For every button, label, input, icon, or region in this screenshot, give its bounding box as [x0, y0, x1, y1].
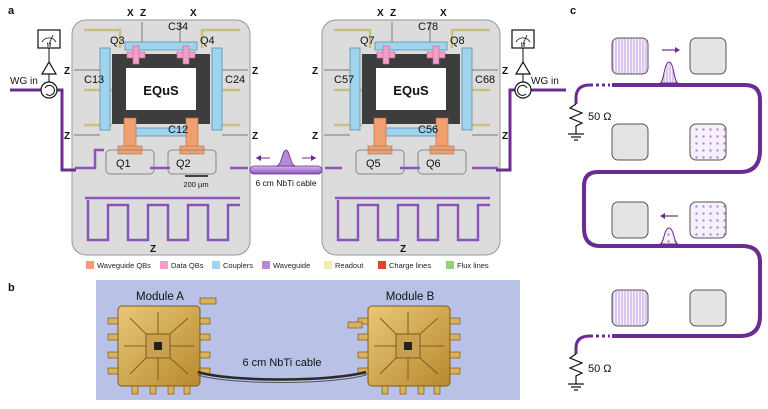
- legend-item: Charge lines: [378, 261, 431, 270]
- chip-left-q-bottom-left: Q1: [116, 158, 131, 170]
- qubit-box-excited: [689, 123, 727, 161]
- chip-left-q-top-left: Q3: [110, 35, 125, 47]
- qubit-box: [689, 37, 727, 75]
- chip-right-q-bottom-left: Q5: [366, 158, 381, 170]
- legend-label: Couplers: [223, 261, 253, 270]
- chip-right-q-bottom-right: Q6: [426, 158, 441, 170]
- scale-bar-label: 200 µm: [183, 180, 208, 189]
- chip-left: EQuS 200 µm Q3 Q4 C34 C13 C24 C12: [71, 19, 251, 256]
- chip-left-q-bottom-right: Q2: [176, 158, 191, 170]
- legend-item: Waveguide: [262, 261, 310, 270]
- module-b: Module B: [347, 291, 461, 395]
- amplifier-icon: [40, 60, 58, 75]
- chip-left-c-left: C13: [84, 74, 104, 86]
- nbti-cable: 6 cm NbTi cable: [249, 149, 323, 188]
- chip-left-c-bottom: C12: [168, 124, 188, 136]
- meter-label: M: [47, 43, 52, 49]
- legend: Waveguide QBs Data QBs Couplers Waveguid…: [86, 261, 489, 270]
- flux-label: Z: [400, 244, 406, 255]
- chip-right-c-top: C78: [418, 21, 438, 33]
- resistor-bottom-label: 50 Ω: [588, 363, 612, 375]
- chip-left-q-top-right: Q4: [200, 35, 215, 47]
- amplifier-icon: [514, 60, 532, 75]
- chip-left-title: EQuS: [143, 83, 179, 98]
- qubit-box: [689, 289, 727, 327]
- flux-label: Z: [64, 131, 70, 142]
- flux-label: Z: [252, 131, 258, 142]
- meter-icon: [511, 29, 535, 49]
- chip-right-q-top-left: Q7: [360, 35, 375, 47]
- qubit-box: [611, 201, 649, 239]
- right-input-chain: M WG in: [496, 29, 566, 172]
- flux-label: Z: [312, 131, 318, 142]
- legend-label: Readout: [335, 261, 364, 270]
- chip-right: EQuS Q7 Q8 C78 C57 C68 C56 Q5 Q6: [321, 19, 501, 256]
- legend-item: Flux lines: [446, 261, 489, 270]
- legend-label: Waveguide: [273, 261, 310, 270]
- module-b-label: Module B: [386, 291, 435, 303]
- flux-label: Z: [150, 244, 156, 255]
- flux-label: Z: [64, 66, 70, 77]
- panel-label-a: a: [8, 5, 15, 17]
- legend-label: Data QBs: [171, 261, 204, 270]
- flux-label: Z: [140, 8, 146, 19]
- flux-label: Z: [390, 8, 396, 19]
- chip-left-control-labels: X Z X Z Z Z Z Z: [64, 8, 258, 255]
- legend-item: Couplers: [212, 261, 253, 270]
- legend-item: Waveguide QBs: [86, 261, 151, 270]
- chip-right-c-left: C57: [334, 74, 354, 86]
- chip-right-control-labels: X Z X Z Z Z Z Z: [312, 8, 508, 255]
- left-input-chain: M WG in: [10, 29, 76, 172]
- meter-icon: [37, 29, 61, 49]
- module-a-label: Module A: [136, 291, 184, 303]
- panel-label-b: b: [8, 282, 15, 294]
- flux-label: Z: [312, 66, 318, 77]
- flux-label: Z: [502, 66, 508, 77]
- chip-right-q-top-right: Q8: [450, 35, 465, 47]
- chip-right-c-bottom: C56: [418, 124, 438, 136]
- panel-label-c: c: [570, 5, 576, 17]
- photo-cable-label: 6 cm NbTi cable: [242, 357, 321, 369]
- protocol-diagram: 50 Ω 50 Ω: [568, 37, 762, 391]
- cable-label: 6 cm NbTi cable: [255, 178, 316, 188]
- qubit-box-excited: [611, 37, 649, 75]
- meter-label: M: [521, 43, 526, 49]
- chip-right-c-right: C68: [475, 74, 495, 86]
- charge-label: X: [440, 8, 447, 19]
- module-a: Module A: [107, 291, 217, 395]
- wg-in-left: WG in: [10, 76, 38, 87]
- wg-in-right: WG in: [531, 76, 559, 87]
- photon-wavepacket: [659, 227, 679, 245]
- qubit-box-excited: [611, 289, 649, 327]
- legend-item: Data QBs: [160, 261, 204, 270]
- flux-label: Z: [252, 66, 258, 77]
- charge-label: X: [190, 8, 197, 19]
- charge-label: X: [377, 8, 384, 19]
- legend-label: Flux lines: [457, 261, 489, 270]
- chip-left-c-right: C24: [225, 74, 245, 86]
- legend-label: Waveguide QBs: [97, 261, 151, 270]
- chip-left-c-top: C34: [168, 21, 188, 33]
- photo-modules: Module A Module B 6 cm NbTi cable: [96, 280, 520, 400]
- legend-label: Charge lines: [389, 261, 431, 270]
- flux-label: Z: [502, 131, 508, 142]
- chip-right-title: EQuS: [393, 83, 429, 98]
- legend-item: Readout: [324, 261, 364, 270]
- qubit-box: [611, 123, 649, 161]
- photon-wavepacket: [659, 61, 679, 84]
- charge-label: X: [127, 8, 134, 19]
- qubit-box-excited: [689, 201, 727, 239]
- resistor-top-label: 50 Ω: [588, 111, 612, 123]
